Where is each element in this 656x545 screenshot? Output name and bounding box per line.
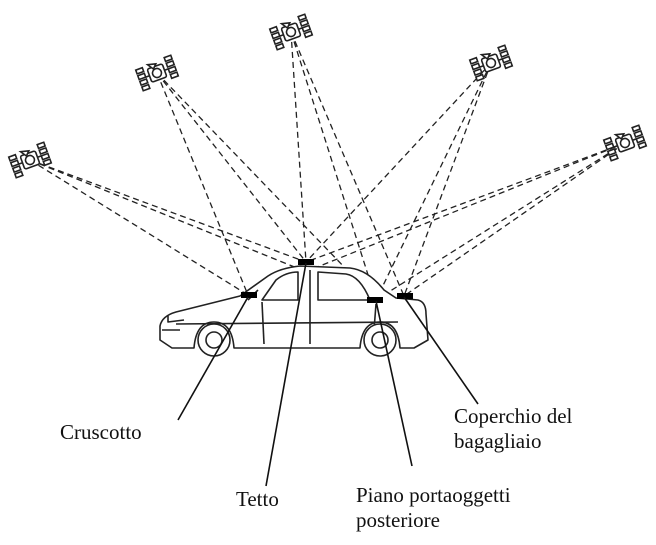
antenna-icon (241, 259, 413, 303)
antenna-coperchio (397, 293, 413, 299)
car-icon (159, 265, 429, 357)
label-tetto: Tetto (236, 487, 279, 511)
label-coperchio-bagagliaio: Coperchio del bagagliaio (454, 404, 573, 453)
antenna-cruscotto (241, 292, 257, 298)
satellite-icon (7, 141, 53, 179)
satellite-icon (134, 54, 180, 92)
satellite-icon (468, 44, 514, 82)
antenna-tetto (298, 259, 314, 265)
leader-lines (177, 262, 479, 487)
satellite-icon (602, 124, 648, 162)
antenna-piano (367, 297, 383, 303)
signal-lines (29, 31, 626, 301)
label-cruscotto: Cruscotto (60, 420, 142, 444)
satellite-icon (268, 13, 314, 51)
label-piano-portaoggetti: Piano portaoggetti posteriore (356, 483, 511, 532)
